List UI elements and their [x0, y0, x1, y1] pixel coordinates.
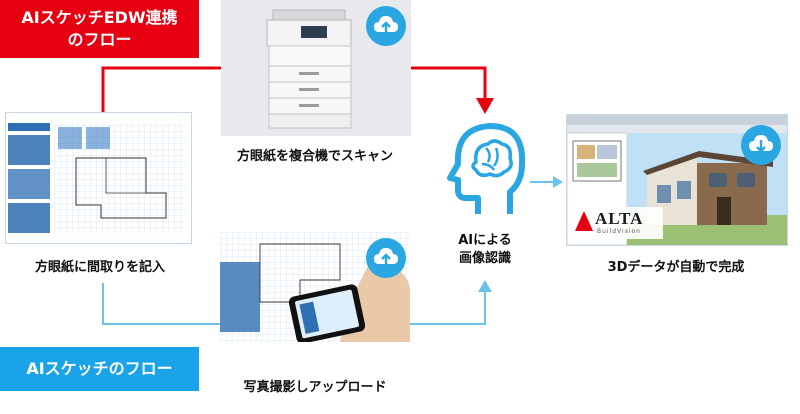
- arrow-right-icon: [553, 176, 563, 188]
- alta-logo-mark-icon: [575, 211, 593, 231]
- smartphone-photo-image: [220, 232, 410, 342]
- 3d-result-image: ALTA BuildVision: [566, 114, 788, 246]
- arrow-up-icon: [478, 280, 492, 292]
- grid-paper-sketch-image: [5, 112, 192, 244]
- download-cloud-icon: [741, 125, 781, 165]
- upload-cloud-icon: [366, 6, 406, 46]
- alta-logo: ALTA BuildVision: [573, 207, 663, 239]
- alta-logo-subtext: BuildVision: [597, 228, 641, 235]
- step-scan-label: 方眼紙を複合機でスキャン: [236, 149, 393, 164]
- edw-flow-title-line1: AIスケッチEDW連携: [21, 8, 178, 27]
- step-photo-label: 写真撮影しアップロード: [243, 380, 387, 395]
- alta-logo-text: ALTA: [595, 209, 644, 228]
- ai-sketch-flow-badge: AIスケッチのフロー: [0, 347, 199, 391]
- multifunction-printer-image: [221, 0, 411, 136]
- edw-flow-badge: AIスケッチEDW連携 のフロー: [0, 0, 199, 58]
- ai-recognition-label: AIによる 画像認識: [430, 232, 540, 268]
- ai-sketch-flow-line: [102, 283, 220, 325]
- ai-recognition-line2: 画像認識: [458, 251, 511, 266]
- ai-recognition-line1: AIによる: [458, 233, 512, 248]
- arrow-down-icon: [476, 98, 494, 114]
- edw-flow-title-line2: のフロー: [67, 30, 132, 49]
- step-draw-label: 方眼紙に間取りを記入: [34, 260, 165, 275]
- ai-head-brain-icon: [440, 118, 532, 218]
- ai-sketch-flow-line-2: [410, 290, 486, 325]
- step-3d-label: 3Dデータが自動で完成: [607, 260, 745, 275]
- upload-cloud-icon: [366, 238, 406, 278]
